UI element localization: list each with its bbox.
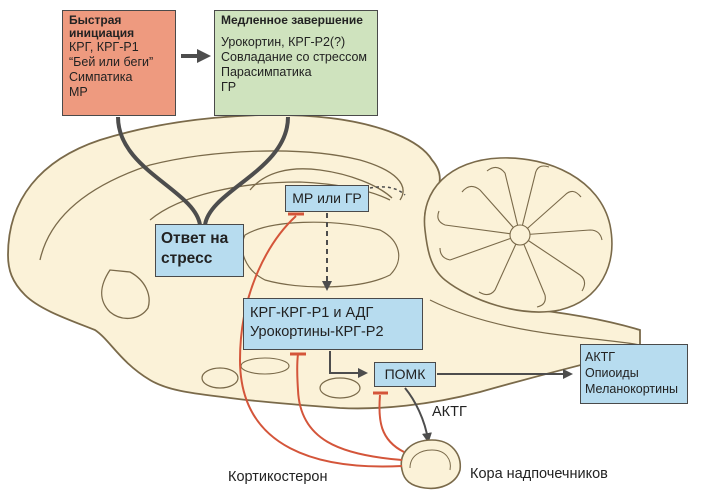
adrenal-gland [400, 439, 461, 490]
feedback-to-crg [296, 353, 403, 461]
feedback-to-mrgr [238, 215, 403, 468]
product-line-3: Меланокортины [585, 382, 679, 396]
acth-arrow [404, 387, 432, 443]
brain-silhouette [7, 114, 641, 410]
fast-line-1: КРГ, КРГ-Р1 [69, 40, 139, 54]
fast-line-3: Симпатика [69, 70, 133, 84]
stress-response-box: Ответ на стресс [155, 224, 244, 277]
acth-products-box: АКТГ Опиоиды Меланокортины [580, 344, 688, 404]
feedback-to-pomc [378, 394, 405, 453]
crg-line-1: КРГ-КРГ-Р1 и АДГ [250, 305, 374, 321]
fast-box-connector [116, 116, 202, 226]
corticosterone-feedback [238, 212, 405, 468]
crg-line-2: Урокортины-КРГ-Р2 [250, 324, 384, 340]
slow-line-2: Совладание со стрессом [221, 50, 368, 64]
product-line-1: АКТГ [585, 350, 616, 364]
fast-line-2: “Бей или беги” [69, 55, 154, 69]
pituitary [319, 377, 361, 399]
cerebellum-folia [437, 165, 603, 308]
cerebellum [423, 157, 613, 313]
corticosterone-label: Кортикостерон [228, 469, 328, 485]
brainstem-outline [429, 299, 641, 346]
adrenal-gland-inner [409, 449, 451, 471]
adrenal-gland-outline [400, 439, 461, 490]
fast-initiation-box: Быстрая инициация КРГ, КРГ-Р1 “Бей или б… [62, 10, 176, 116]
product-line-2: Опиоиды [585, 366, 639, 380]
slow-line-3: Парасимпатика [221, 65, 312, 79]
thalamus-outline [241, 221, 400, 288]
mrgr-dashed-connector [369, 186, 406, 196]
crg-to-pomc-arrow [329, 351, 368, 378]
mr-gr-box: МР или ГР [285, 185, 369, 212]
cerebellum-core [509, 224, 531, 246]
adrenal-cortex-label: Кора надпочечников [470, 466, 608, 482]
mammillary-body [201, 367, 239, 389]
slow-box-connector [203, 116, 290, 226]
pomc-box: ПОМК [374, 362, 436, 387]
slow-termination-box: Медленное завершение Урокортин, КРГ-Р2(?… [214, 10, 378, 116]
fast-line-4: МР [69, 85, 88, 99]
slow-line-4: ГР [221, 80, 237, 94]
optic-chiasm [240, 357, 290, 375]
acth-label: АКТГ [432, 404, 467, 420]
slow-line-1: Урокортин, КРГ-Р2(?) [221, 35, 346, 49]
cortex-inner-outline [39, 150, 404, 261]
fast-initiation-title: Быстрая инициация [69, 13, 135, 40]
crg-box: КРГ-КРГ-Р1 и АДГ Урокортины-КРГ-Р2 [243, 298, 423, 350]
slow-termination-title: Медленное завершение [221, 13, 363, 27]
olfactory-bulb [101, 269, 150, 319]
